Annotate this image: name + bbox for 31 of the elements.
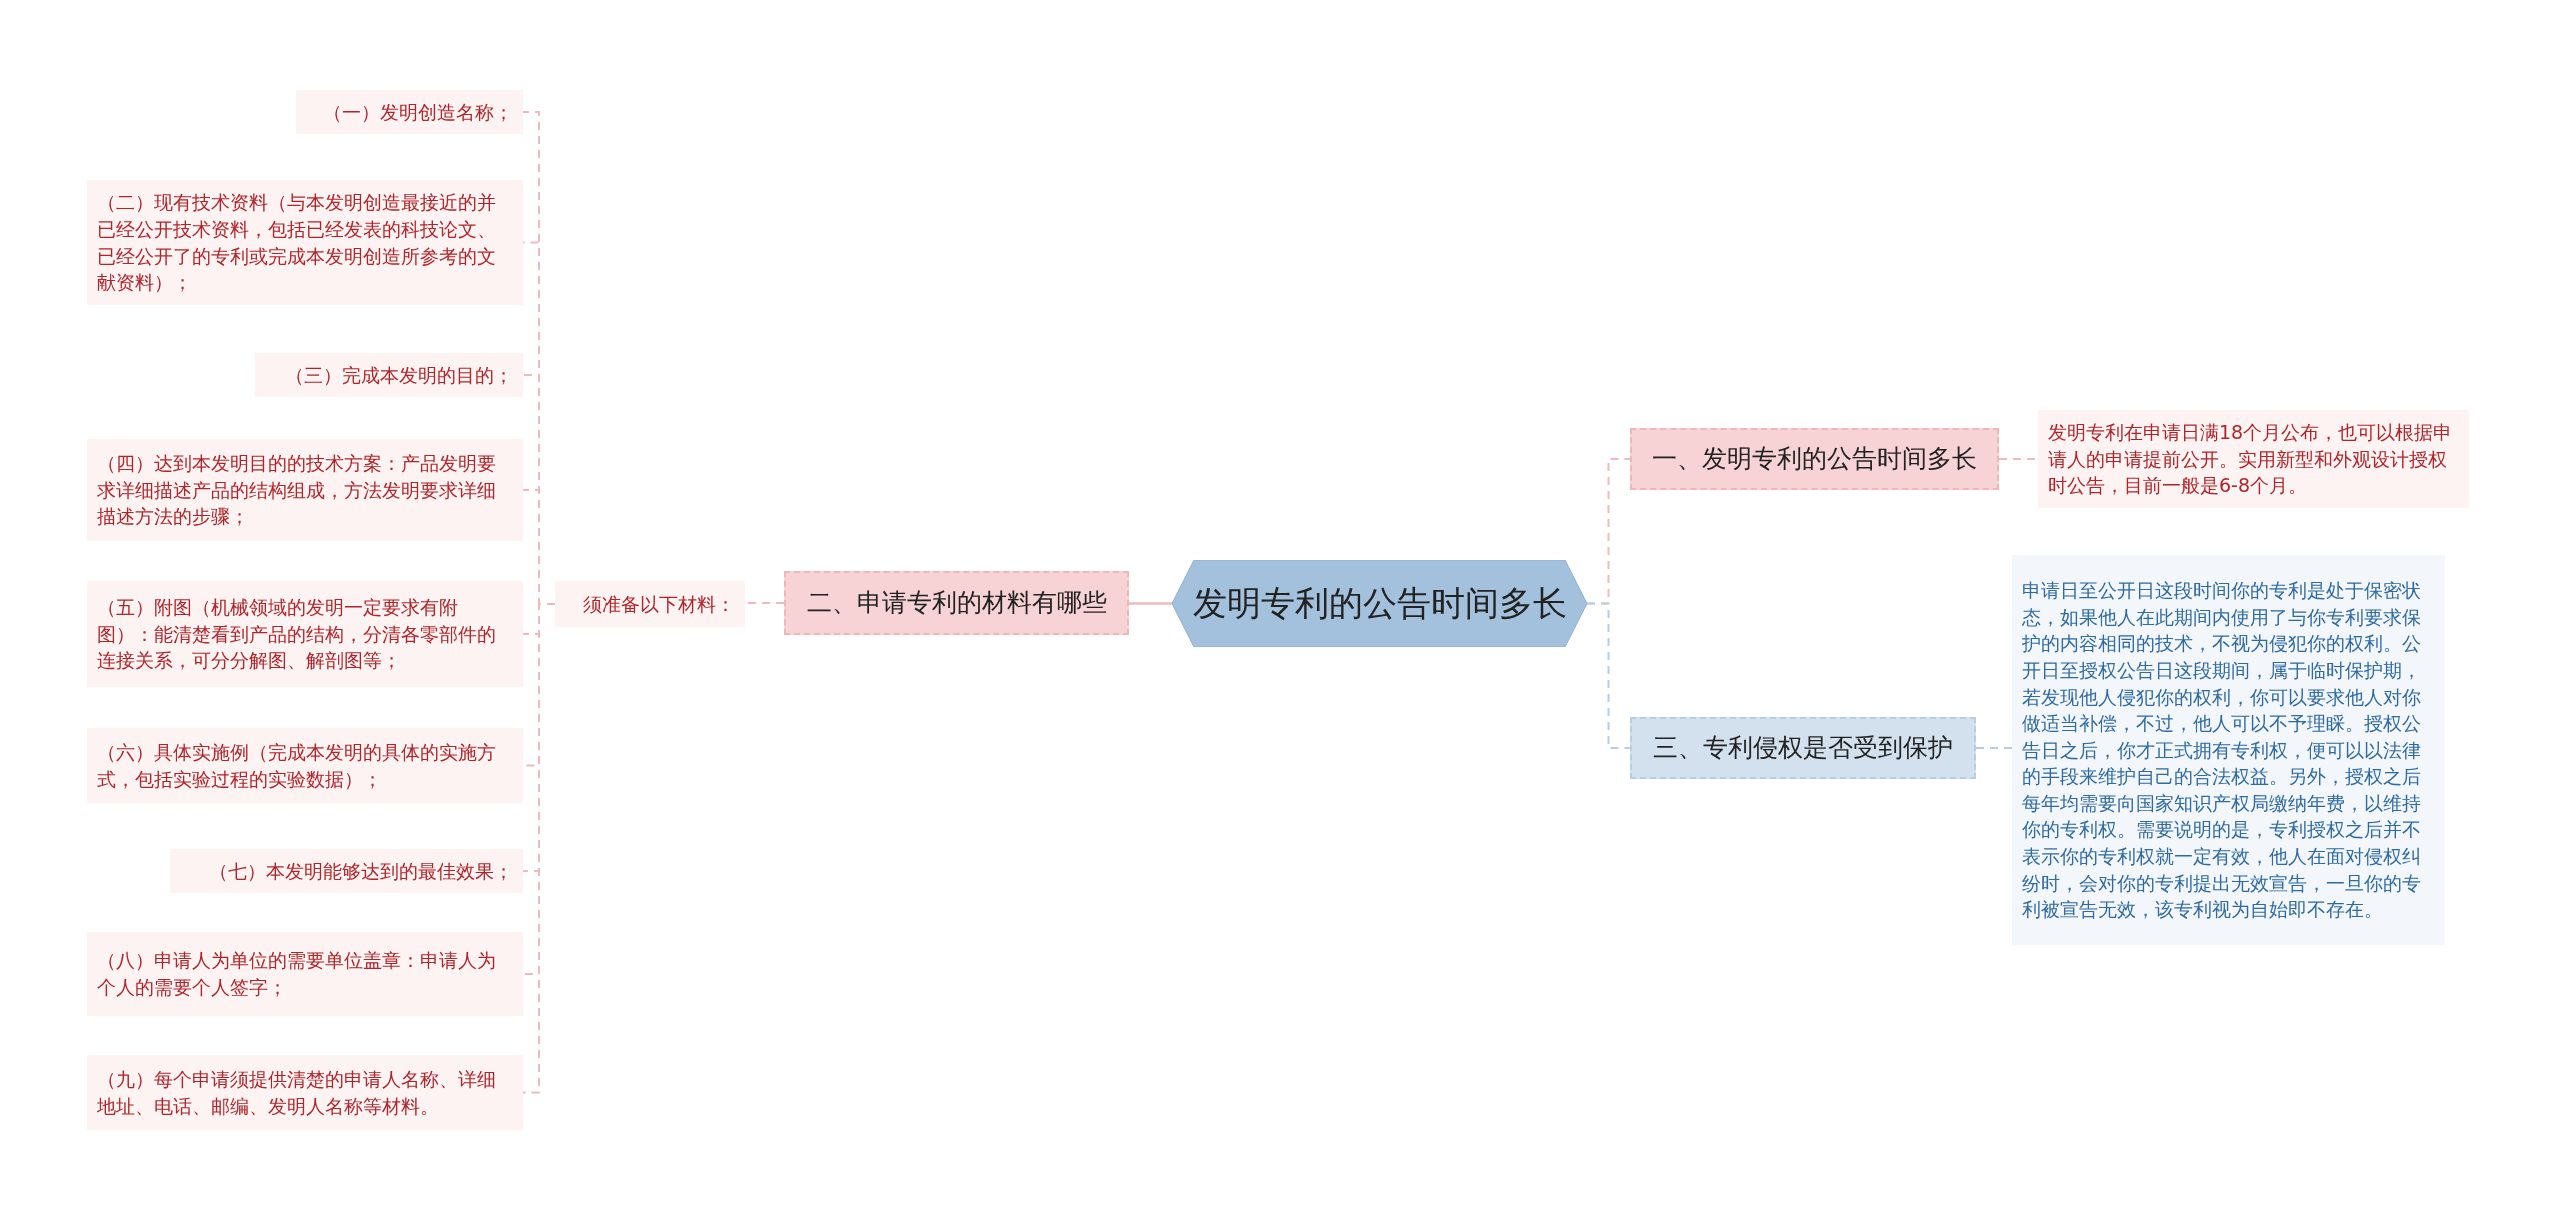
topic-text: 一、发明专利的公告时间多长 — [1652, 444, 1977, 474]
note-box — [87, 581, 523, 687]
note-box — [296, 90, 523, 134]
note-text: （六）具体实施例（完成本发明的具体的实施方式，包括实验过程的实验数据）； — [97, 739, 497, 792]
connector-line — [1586, 602, 1631, 749]
note-text: （八）申请人为单位的需要单位盖章：申请人为个人的需要个人签字； — [97, 948, 497, 1000]
note-text: （二）现有技术资料（与本发明创造最接近的并已经公开技术资料，包括已经发表的科技论文、已经公开了的专利或完成本发明创造所参考的文献资料）； — [97, 190, 497, 296]
topic-text: 发明专利的公告时间多长 — [1192, 583, 1567, 624]
note-box — [170, 849, 523, 893]
note-text: 申请日至公开日这段时间你的专利是处于保密状态，如果他人在此期间内使用了与你专利要求保护的内容相同的技术，不视为侵犯你的权利。公开日至授权公告日这段期间，属于临时保护期，若发现他人侵犯你的权利，你可以要求他人对你做适当补偿，不过，他人可以不予理睬。授权公告日之后，你才正式拥有专利权，便可以以法律的手段来维护自己的合法权益。另外，授权之后每年均需要向国家知识产权局缴纳年费，以维持你的专利权。需要说明的是，专利授权之后并不表示你的专利权就一定有效，他人在面对侵权纠纷时，会对你的专利提出无效宣告，一旦你的专利被宣告无效，该专利视为自始即不存在。 — [2022, 578, 2422, 923]
note-box — [87, 439, 523, 541]
note-text: （七）本发明能够达到的最佳效果； — [209, 858, 513, 884]
topic-box — [784, 571, 1129, 635]
note-text: （九）每个申请须提供清楚的申请人名称、详细地址、电话、邮编、发明人名称等材料。 — [97, 1066, 497, 1119]
note-box — [555, 581, 745, 627]
topic-box — [1630, 428, 1999, 490]
topic-text: 三、专利侵权是否受到保护 — [1653, 733, 1953, 763]
note-text: 发明专利在申请日满18个月公布，也可以根据申请人的申请提前公开。实用新型和外观设计授权时公告，目前一般是6-8个月。 — [2048, 420, 2454, 499]
note-text: （四）达到本发明目的的技术方案：产品发明要求详细描述产品的结构组成，方法发明要求详细描述方法的步骤； — [97, 451, 497, 530]
note-text: （三）完成本发明的目的； — [285, 362, 513, 388]
note-box — [2012, 555, 2445, 945]
note-text: （五）附图（机械领域的发明一定要求有附图）：能清楚看到产品的结构，分清各零部件的连接关系，可分分解图、解剖图等； — [97, 595, 497, 674]
topic-box — [1630, 717, 1976, 779]
connector-line — [1129, 602, 1172, 605]
note-text: （一）发明创造名称； — [323, 99, 513, 125]
note-box — [255, 353, 523, 397]
connector-line — [1975, 747, 2013, 749]
topic-text: 二、申请专利的材料有哪些 — [806, 588, 1107, 618]
note-box — [87, 1055, 523, 1130]
note-text: 须准备以下材料： — [583, 591, 735, 617]
note-box — [87, 180, 523, 305]
